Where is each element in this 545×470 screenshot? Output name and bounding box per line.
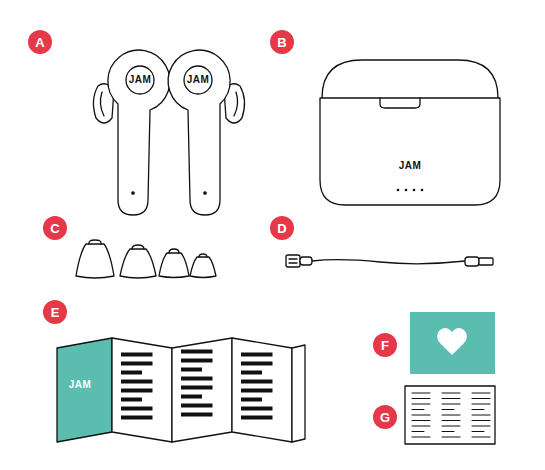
text-bar bbox=[181, 404, 213, 408]
text-line bbox=[412, 426, 430, 427]
text-line bbox=[472, 420, 490, 421]
callout-circle: F bbox=[373, 333, 397, 357]
text-line bbox=[472, 404, 490, 405]
text-bar bbox=[181, 368, 202, 372]
text-line bbox=[442, 404, 460, 405]
callout-letter: A bbox=[35, 36, 44, 49]
text-bar bbox=[181, 395, 202, 399]
callout-letter: F bbox=[381, 339, 389, 352]
text-line bbox=[472, 409, 484, 410]
text-line bbox=[412, 393, 430, 394]
text-line bbox=[412, 398, 430, 399]
text-bar bbox=[181, 350, 213, 354]
text-bar bbox=[121, 380, 153, 384]
text-line bbox=[472, 437, 490, 438]
text-bar bbox=[181, 386, 213, 390]
text-bar bbox=[241, 380, 273, 384]
text-line bbox=[442, 393, 460, 394]
text-bar bbox=[121, 371, 142, 375]
callout-letter: G bbox=[380, 411, 390, 424]
text-line bbox=[442, 437, 460, 438]
text-line bbox=[442, 431, 454, 432]
text-line bbox=[412, 409, 424, 410]
text-line bbox=[472, 431, 484, 432]
logo-text: JAM bbox=[69, 380, 92, 390]
text-bar bbox=[241, 407, 273, 411]
text-bar bbox=[121, 389, 153, 393]
text-line bbox=[442, 398, 460, 399]
text-bar bbox=[121, 362, 153, 366]
earbud-right bbox=[168, 50, 244, 215]
usb-cable bbox=[286, 255, 493, 267]
callout-circle: D bbox=[270, 216, 294, 240]
text-line bbox=[412, 415, 430, 416]
text-line bbox=[412, 420, 430, 421]
ear-tips bbox=[76, 240, 216, 278]
callout-letter: C bbox=[50, 222, 59, 235]
charging-case bbox=[320, 60, 500, 205]
text-bar bbox=[121, 353, 153, 357]
text-bar bbox=[121, 416, 153, 420]
text-bar bbox=[241, 416, 273, 420]
text-bar bbox=[241, 389, 273, 393]
callout-circle: B bbox=[270, 30, 294, 54]
text-bar bbox=[181, 413, 213, 417]
text-bar bbox=[121, 398, 142, 402]
text-bar bbox=[241, 371, 262, 375]
earbud-left bbox=[93, 50, 169, 215]
warranty-card bbox=[410, 312, 495, 374]
text-bar bbox=[241, 398, 262, 402]
text-line bbox=[472, 415, 490, 416]
text-line bbox=[442, 426, 460, 427]
callout-letter: E bbox=[51, 306, 60, 319]
logo-text: JAM bbox=[399, 161, 422, 171]
text-line bbox=[472, 398, 490, 399]
callout-circle: G bbox=[373, 405, 397, 429]
text-bar bbox=[241, 353, 273, 357]
text-line bbox=[442, 409, 454, 410]
callout-circle: C bbox=[43, 216, 67, 240]
logo-text: JAM bbox=[187, 75, 210, 85]
text-line bbox=[412, 404, 430, 405]
text-line bbox=[412, 431, 424, 432]
text-bar bbox=[181, 359, 213, 363]
callout-circle: A bbox=[28, 30, 52, 54]
callout-letter: B bbox=[277, 36, 286, 49]
logo-text: JAM bbox=[129, 75, 152, 85]
text-line bbox=[442, 415, 460, 416]
text-line bbox=[412, 437, 430, 438]
text-bar bbox=[241, 362, 273, 366]
text-line bbox=[472, 393, 490, 394]
text-line bbox=[472, 426, 490, 427]
safety-sheet bbox=[405, 386, 495, 444]
text-bar bbox=[121, 407, 153, 411]
folded-manual bbox=[57, 338, 305, 442]
text-bar bbox=[181, 377, 213, 381]
callout-letter: D bbox=[277, 222, 286, 235]
text-line bbox=[442, 420, 460, 421]
callout-circle: E bbox=[43, 300, 67, 324]
